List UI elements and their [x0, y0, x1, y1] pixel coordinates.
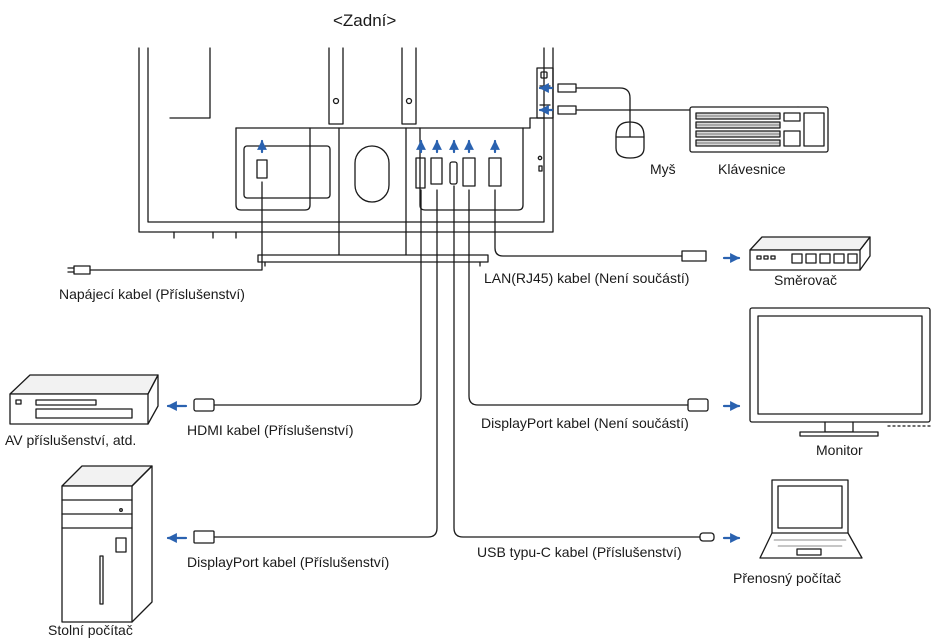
laptop-icon [759, 479, 863, 559]
hdmi-cable-label: HDMI kabel (Příslušenství) [187, 422, 354, 438]
av-device-icon [9, 374, 159, 425]
page-title: <Zadní> [333, 11, 397, 30]
cables [67, 83, 799, 544]
mouse-label: Myš [650, 161, 676, 177]
usbc-cable [453, 185, 701, 538]
dp-in-cable [213, 189, 438, 538]
monitor-rear [138, 47, 554, 267]
device-arrows [166, 253, 741, 543]
power-cable-label: Napájecí kabel (Příslušenství) [59, 286, 245, 302]
router-icon [749, 236, 871, 271]
port-arrows [257, 83, 554, 154]
side-usb-panel [536, 67, 554, 172]
desktop-label: Stolní počítač [48, 622, 133, 638]
desktop-pc-icon [61, 465, 153, 623]
power-cable [89, 181, 263, 271]
usbc-cable-label: USB typu-C kabel (Příslušenství) [477, 544, 682, 560]
dp-out-cable-label: DisplayPort kabel (Není součástí) [481, 415, 689, 431]
lan-cable-label: LAN(RJ45) kabel (Není součástí) [484, 270, 690, 286]
mouse-icon [615, 121, 645, 159]
lan-cable [494, 189, 683, 257]
monitor-label: Monitor [816, 442, 863, 458]
keyboard-label: Klávesnice [718, 161, 786, 177]
stand-base [257, 254, 489, 267]
rear-ports [256, 157, 502, 189]
dp-in-cable-label: DisplayPort kabel (Příslušenství) [187, 554, 390, 570]
keyboard-icon [689, 106, 829, 153]
external-monitor-icon [749, 307, 931, 437]
dp-out-cable [468, 189, 689, 406]
hdmi-cable [213, 189, 422, 406]
laptop-label: Přenosný počítač [733, 570, 842, 586]
av-device-label: AV příslušenství, atd. [5, 432, 137, 448]
stand-neck [328, 47, 417, 259]
router-label: Směrovač [774, 272, 838, 288]
